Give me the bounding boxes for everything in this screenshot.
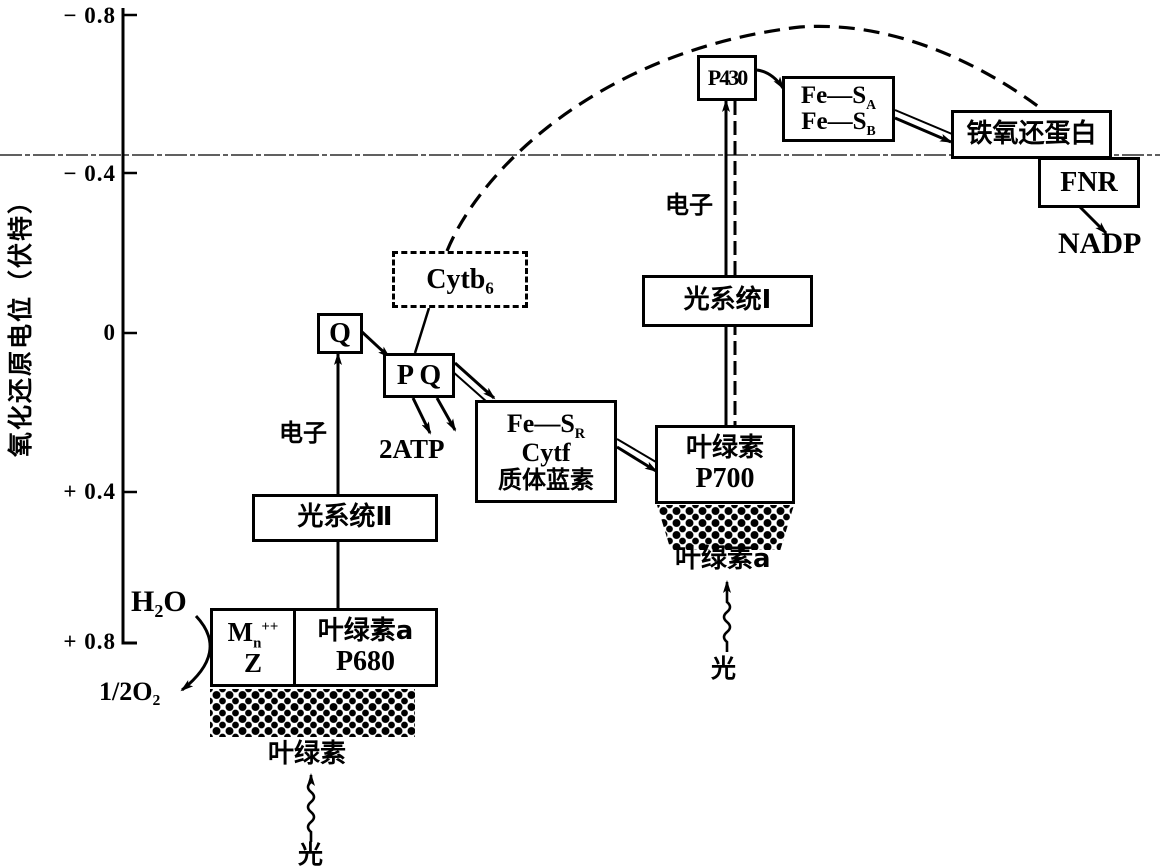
pq-to-cytf-line: [451, 370, 488, 403]
pq-to-atp-arrow: [411, 397, 432, 435]
fes-r-subscript: R: [574, 426, 586, 443]
photosystem-i-label: 光系统Ⅰ: [683, 285, 772, 316]
nadp-label: NADP: [1058, 227, 1142, 260]
photosystem-i-box: 光系统Ⅰ: [642, 275, 813, 327]
psi-light-label: 光: [711, 654, 737, 683]
z-label: Z: [243, 647, 262, 678]
cytf-to-p700-line: [616, 438, 657, 463]
fes-ab-box: Fe—SA Fe—SB: [782, 76, 895, 142]
pq-to-atp-arrow: [435, 397, 457, 432]
fes-to-ferredoxin-line: [894, 109, 953, 135]
psi-antenna-pigment-dots: [657, 505, 794, 550]
ferredoxin-box: 铁氧还蛋白: [951, 110, 1112, 159]
mn-z-box: Mn++ Z: [210, 608, 296, 687]
fes-a-base: Fe—S: [800, 81, 867, 109]
fes-r-label: Fe—SR: [506, 408, 585, 441]
p680-box: 叶绿素a P680: [293, 608, 438, 687]
psii-electron-label: 电子: [279, 419, 327, 447]
ferredoxin-label: 铁氧还蛋白: [966, 118, 1097, 149]
fes-b-base: Fe—S: [801, 108, 867, 135]
water-to-oxygen-arrow: [180, 614, 212, 692]
fes-r-base: Fe—S: [506, 408, 575, 438]
cytb6-label: Cytb₆: [426, 263, 494, 295]
psii-light-label: 光: [298, 840, 324, 867]
fes-b-label: Fe—SB: [801, 108, 876, 138]
y-tick-label: + 0.8: [63, 629, 116, 654]
fes-cytf-plastocyanin-box: Fe—SR Cytf 质体蓝素: [475, 400, 617, 503]
photosystem-ii-label: 光系统Ⅱ: [297, 502, 393, 533]
fes-a-subscript: A: [866, 96, 877, 112]
p680-chlorophyll-label: 叶绿素a: [317, 616, 414, 647]
psi-light-wave-icon: [722, 580, 732, 652]
y-tick-label: − 0.4: [63, 161, 116, 186]
psii-antenna-label: 叶绿素: [268, 739, 347, 769]
fnr-to-nadp-arrow: [1078, 205, 1108, 235]
p700-box: 叶绿素 P700: [655, 425, 795, 504]
p430-to-fes-arrow: [756, 68, 785, 90]
atp-label: 2ATP: [379, 434, 445, 464]
p700-label: P700: [695, 463, 755, 495]
fnr-label: FNR: [1060, 166, 1118, 198]
p680-label: P680: [335, 646, 396, 678]
psii-light-wave-icon: [306, 773, 316, 842]
y-tick-label: − 0.8: [63, 3, 116, 28]
mn-subscript: n: [253, 635, 262, 652]
photosystem-ii-box: 光系统Ⅱ: [252, 494, 438, 542]
fes-b-subscript: B: [866, 123, 876, 138]
psi-antenna-label: 叶绿素a: [675, 544, 771, 574]
pq-box: P Q: [383, 353, 455, 398]
mn-base: M: [227, 617, 254, 648]
y-tick-label: 0: [103, 320, 116, 345]
y-axis-line: [121, 8, 137, 645]
mn-label: Mn++: [227, 617, 279, 651]
mn-superscript: ++: [261, 619, 279, 636]
cytf-to-p700-arrow: [616, 445, 658, 473]
plastocyanin-label: 质体蓝素: [498, 466, 594, 495]
p700-chlorophyll-label: 叶绿素: [685, 433, 764, 464]
cytb6-box: Cytb₆: [392, 251, 528, 308]
fnr-box: FNR: [1038, 157, 1140, 208]
oxygen-label: 1/2O₂: [99, 677, 161, 706]
psi-electron-label: 电子: [665, 191, 713, 219]
water-label: H₂O: [131, 585, 187, 618]
cytb6-to-pq-line: [413, 307, 431, 354]
psii-antenna-pigment-dots: [210, 689, 415, 737]
q-box: Q: [317, 313, 363, 354]
y-axis-label: 氧化还原电位（伏特）: [6, 187, 35, 458]
cytf-label: Cytf: [521, 438, 571, 468]
fes-to-ferredoxin-arrow: [894, 116, 953, 144]
p430-box: P430: [697, 55, 757, 101]
q-to-pq-arrow: [359, 329, 391, 359]
fes-a-label: Fe—SA: [800, 81, 877, 112]
p430-label: P430: [707, 64, 748, 90]
y-tick-label: + 0.4: [63, 479, 116, 504]
cyclic-electron-arc: [445, 24, 1044, 252]
pq-to-cytf-arrow: [453, 361, 496, 400]
q-label: Q: [329, 317, 351, 349]
pq-label: P Q: [396, 359, 442, 391]
